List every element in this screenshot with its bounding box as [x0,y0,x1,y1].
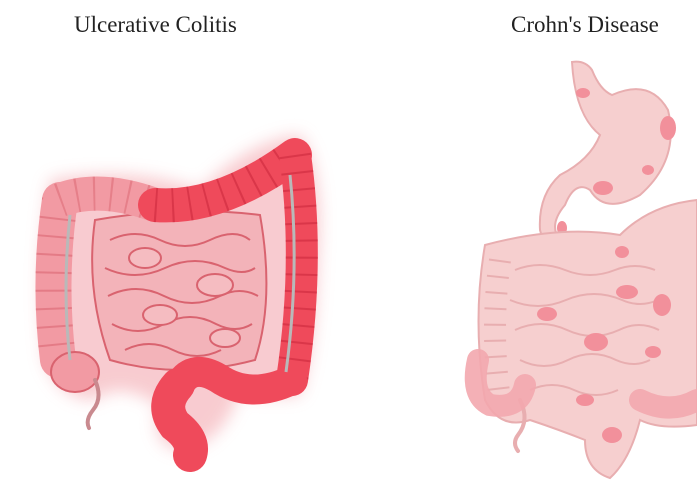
cecum [51,352,99,392]
lesion [576,394,594,406]
lesion [593,181,613,195]
lesion [616,285,638,299]
colon-inflamed-continuous-icon [41,135,320,455]
lesion [584,333,608,351]
lesion [642,165,654,175]
lesion [615,246,629,258]
sigmoid-colon-inflamed [178,372,292,390]
lesion [645,346,661,358]
ascending-colon [53,200,60,360]
lesion [537,307,557,321]
lesion [602,427,622,443]
lesion-band [640,400,697,408]
small-intestine-icon [92,211,266,370]
lesion [660,116,676,140]
rectum-inflamed [168,385,191,455]
digestive-tract-patchy-lesions-icon [476,62,697,478]
lesion [653,294,671,316]
lesion [576,88,590,98]
